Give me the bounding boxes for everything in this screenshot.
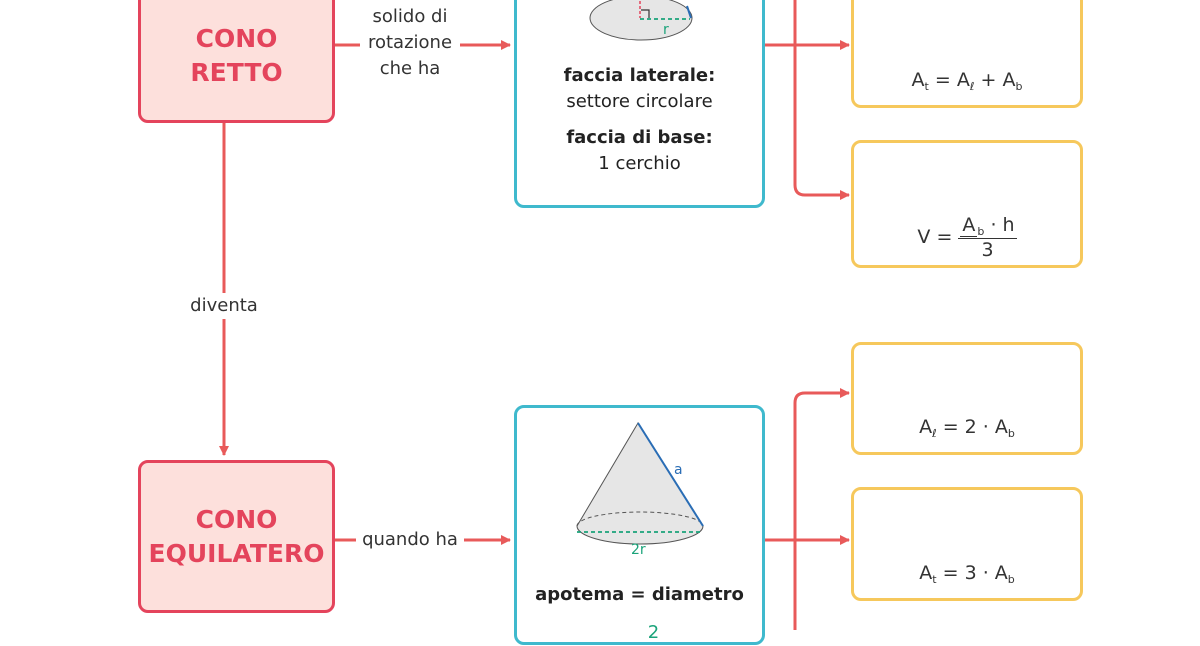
solido-line3: che ha: [379, 58, 441, 79]
total-equi-formula-box: At = 3 · Ab: [851, 487, 1083, 601]
base-face: faccia di base: 1 cerchio: [517, 125, 762, 177]
apothem-label: a: [674, 462, 683, 478]
total-equi-formula: At = 3 · Ab: [919, 562, 1015, 586]
cono-retto-line1: CONO: [195, 23, 278, 53]
diameter-label: 2r: [631, 542, 646, 558]
lateral-equi-formula-box: Aℓ = 2 · Ab: [851, 342, 1083, 455]
cono-retto-line2: RETTO: [190, 57, 283, 87]
cono-equilatero-box: CONO EQUILATERO: [138, 460, 335, 613]
lateral-face: faccia laterale: settore circolare: [517, 63, 762, 115]
cone-base-illustration: r: [589, 0, 693, 41]
arrow-to-volume: [793, 0, 850, 200]
quando-ha-label: quando ha: [356, 527, 464, 553]
cono-equilatero-line1: CONO: [195, 504, 278, 534]
formula-partial: 2: [647, 622, 660, 643]
diventa-label: diventa: [182, 293, 266, 319]
base-value: 1 cerchio: [598, 153, 681, 174]
cono-retto-box: CONO RETTO: [138, 0, 335, 123]
base-title: faccia di base:: [566, 127, 713, 148]
solido-label: solido di rotazione che ha: [360, 4, 460, 82]
solido-line1: solido di: [372, 6, 448, 27]
total-area-formula-box: At = Aℓ + Ab: [851, 0, 1083, 108]
equilateral-cone-illustration: a 2r: [576, 422, 704, 558]
total-area-formula: At = Aℓ + Ab: [911, 69, 1023, 93]
lateral-equi-formula: Aℓ = 2 · Ab: [919, 416, 1015, 440]
cono-retto-card: r faccia laterale: settore circolare facc…: [514, 0, 765, 208]
apotema-diametro: apotema = diametro: [535, 584, 744, 605]
solido-line2: rotazione: [367, 32, 453, 53]
arrow-to-lateral-equi: [793, 388, 850, 630]
radius-label: r: [663, 22, 669, 38]
cono-equilatero-line2: EQUILATERO: [148, 538, 325, 568]
cono-equilatero-card: a 2r apotema = diametro 2: [514, 405, 765, 645]
lateral-value: settore circolare: [566, 91, 713, 112]
lateral-title: faccia laterale:: [563, 65, 716, 86]
